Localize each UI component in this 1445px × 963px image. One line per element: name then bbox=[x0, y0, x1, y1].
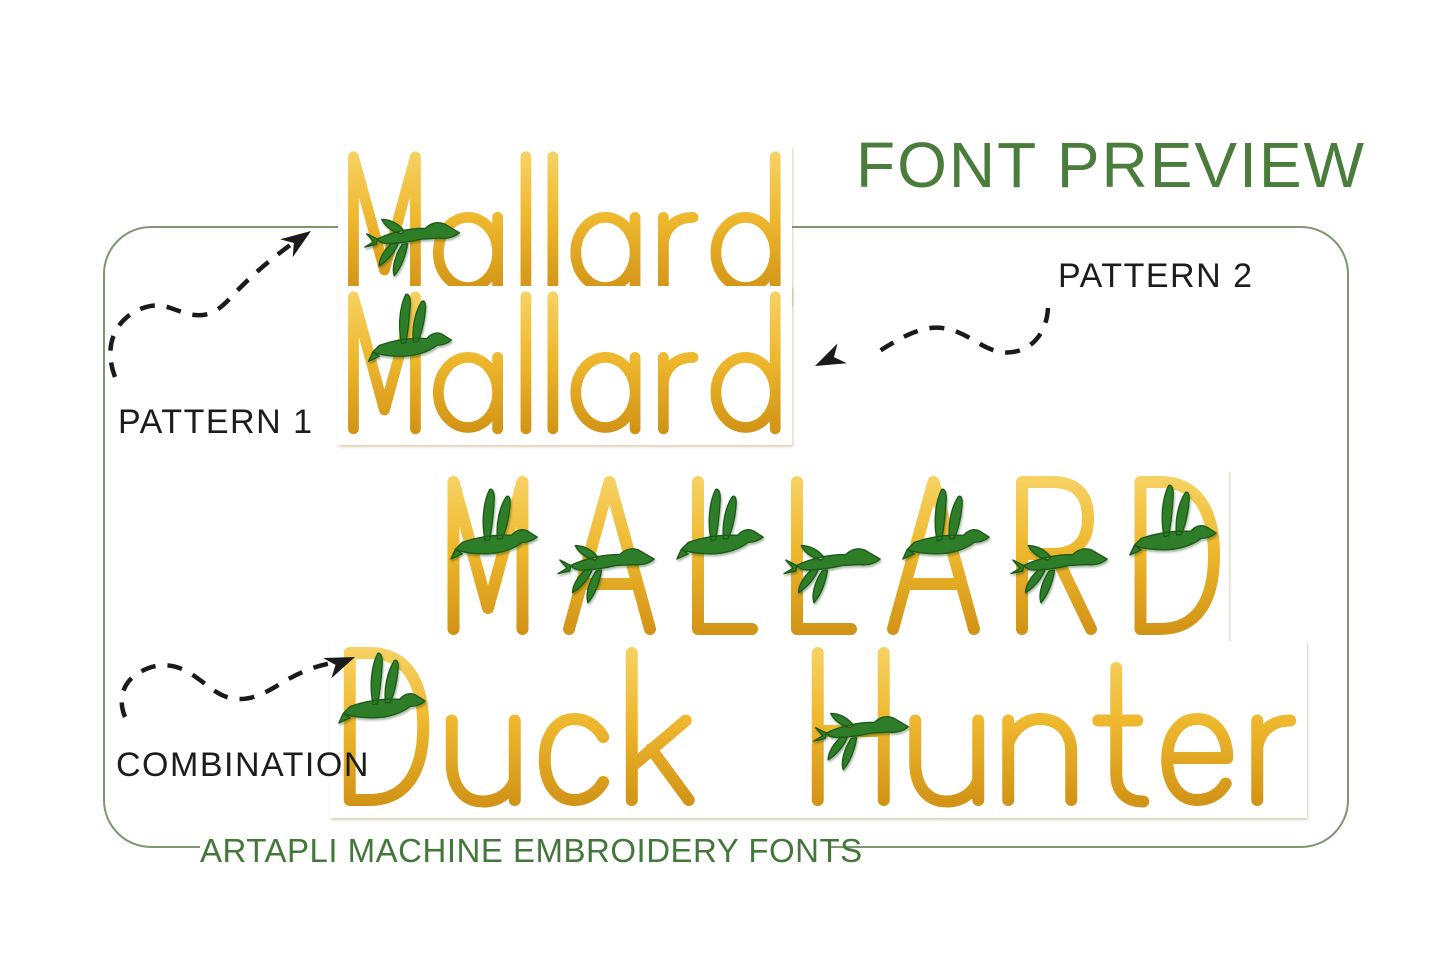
duck-wings-down-icon bbox=[556, 531, 658, 609]
page-title: FONT PREVIEW bbox=[856, 129, 1366, 201]
duck-wings-down-icon bbox=[363, 205, 463, 282]
duck-wings-down-icon bbox=[812, 699, 912, 776]
pattern2-label: PATTERN 2 bbox=[1058, 257, 1254, 295]
pattern1-label: PATTERN 1 bbox=[118, 403, 314, 441]
duck-wings-up-icon bbox=[674, 486, 766, 567]
duck-wings-up-icon bbox=[336, 650, 428, 731]
embroidered-word bbox=[343, 647, 1297, 808]
pattern2-arrow-icon bbox=[815, 307, 1051, 366]
pattern1-arrow-icon bbox=[108, 231, 311, 378]
duck-wings-up-icon bbox=[1127, 482, 1219, 563]
duck-wings-up-icon bbox=[366, 291, 454, 369]
combination-label: COMBINATION bbox=[116, 746, 370, 784]
duck-wings-up-icon bbox=[448, 486, 540, 567]
footer-brand-text: ARTAPLI MACHINE EMBROIDERY FONTS bbox=[200, 828, 862, 874]
embroidered-word bbox=[348, 151, 781, 295]
duck-wings-down-icon bbox=[782, 531, 884, 609]
combination-arrow-icon bbox=[119, 657, 355, 718]
sample-mallard-pattern1 bbox=[338, 146, 792, 305]
duck-wings-up-icon bbox=[900, 486, 992, 567]
sample-mallard-pattern2 bbox=[338, 286, 792, 445]
embroidered-word bbox=[348, 291, 781, 435]
duck-wings-down-icon bbox=[1009, 531, 1111, 609]
